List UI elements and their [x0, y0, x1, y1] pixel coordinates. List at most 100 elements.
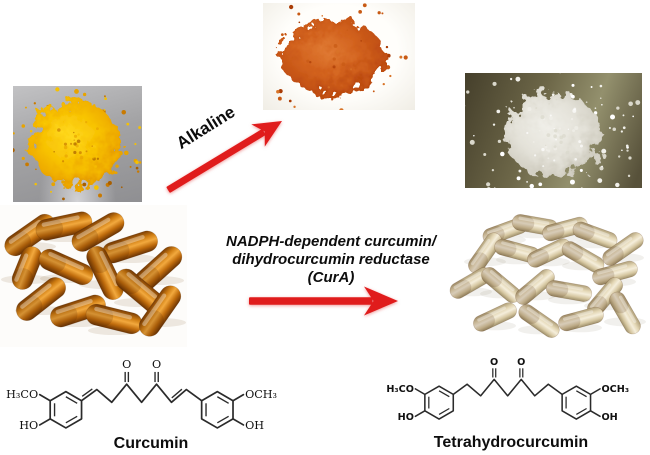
powder-speckle — [46, 104, 50, 109]
powder-speckle — [381, 12, 384, 15]
powder-speckle — [546, 133, 551, 138]
yellow-powder-blob — [13, 87, 142, 201]
methoxy-label: H₃CO — [386, 384, 414, 395]
powder-speckle — [626, 149, 629, 152]
powder-speckle — [553, 127, 555, 130]
ketone-oxygen-label: O — [152, 358, 161, 371]
powder-speckle — [382, 82, 385, 86]
powder-speckle — [104, 97, 107, 101]
tetrahydrocurcumin-structure: O O H₃CO HO OCH₃ OH — [386, 357, 629, 423]
capsule-shape — [515, 269, 555, 305]
powder-speckle — [538, 129, 541, 132]
powder-speckle — [473, 134, 475, 137]
powder-speckle — [126, 122, 130, 126]
powder-speckle — [339, 108, 344, 110]
powder-speckle — [73, 131, 75, 134]
powder-speckle — [21, 124, 26, 128]
powder-speckle — [297, 12, 301, 16]
powder-speckle — [33, 102, 36, 105]
powder-speckle — [515, 76, 521, 82]
powder-speckle — [73, 134, 78, 138]
powder-speckle — [628, 156, 632, 160]
powder-speckle — [599, 84, 603, 88]
powder-speckle — [121, 109, 127, 115]
powder-speckle — [362, 3, 367, 8]
tetrahydrocurcumin-powder-photo — [465, 73, 642, 188]
powder-speckle — [85, 120, 88, 124]
powder-speckle — [615, 182, 620, 188]
powder-speckle — [138, 126, 142, 129]
powder-speckle — [77, 133, 80, 136]
powder-speckle — [625, 144, 629, 148]
curcumin-powder-photo — [13, 86, 142, 202]
powder-speckle — [25, 162, 29, 167]
powder-speckle — [547, 157, 550, 160]
powder-speckle — [533, 154, 537, 157]
powder-speckle — [516, 176, 521, 181]
powder-speckle — [350, 68, 353, 71]
powder-speckle — [306, 59, 310, 63]
capsule-shape — [71, 212, 125, 252]
enzyme-label-line3: (CurA) — [307, 269, 355, 286]
powder-speckle — [82, 92, 87, 97]
powder-speckle — [135, 166, 139, 170]
powder-speckle — [55, 87, 60, 92]
capsule-shape — [86, 246, 124, 300]
powder-speckle — [602, 154, 607, 158]
capsule-shape — [561, 241, 605, 273]
powder-speckle — [372, 90, 375, 93]
powder-speckle — [581, 118, 585, 122]
powder-speckle — [555, 98, 558, 101]
powder-speckle — [327, 86, 330, 89]
powder-speckle — [34, 182, 37, 186]
powder-speckle — [53, 151, 55, 153]
powder-speckle — [553, 159, 556, 162]
hydroxyl-label: OH — [601, 412, 617, 423]
powder-speckle — [571, 83, 575, 87]
powder-speckle — [486, 187, 491, 188]
ketone-oxygen-label: O — [490, 357, 498, 368]
capsule-shape — [50, 294, 106, 328]
powder-speckle — [96, 127, 99, 131]
powder-speckle — [594, 107, 597, 109]
hydroxyl-label: OH — [245, 419, 264, 432]
powder-speckle — [333, 44, 338, 48]
capsule-shape — [542, 216, 588, 242]
powder-speckle — [403, 55, 408, 60]
powder-speckle — [549, 114, 552, 117]
capsule-shape — [558, 306, 604, 332]
powder-speckle — [107, 180, 112, 185]
powder-speckle — [616, 106, 620, 110]
alkaline-product-powder-photo — [263, 3, 415, 110]
powder-speckle — [94, 165, 97, 168]
powder-speckle — [135, 160, 139, 165]
powder-speckle — [13, 148, 15, 153]
tetrahydrocurcumin-name-label: Tetrahydrocurcumin — [433, 434, 589, 451]
powder-speckle — [559, 135, 564, 140]
powder-speckle — [548, 103, 550, 105]
powder-speckle — [96, 157, 100, 160]
powder-speckle — [608, 126, 611, 130]
capsule-shape — [38, 248, 94, 286]
powder-speckle — [134, 142, 137, 146]
powder-speckle — [399, 55, 403, 59]
powder-speckle — [601, 103, 603, 106]
white-powder-blob — [465, 73, 641, 188]
powder-speckle — [558, 127, 562, 130]
powder-speckle — [593, 111, 598, 115]
orange-capsules — [0, 211, 187, 337]
capsule-shape — [518, 304, 560, 338]
curcumin-structure: O O H₃CO HO OCH₃ OH — [6, 358, 277, 432]
powder-speckle — [612, 127, 617, 132]
powder-speckle — [553, 134, 557, 139]
powder-speckle — [103, 109, 106, 111]
curcumin-name-label: Curcumin — [113, 435, 189, 452]
methoxy-label: OCH₃ — [245, 388, 277, 401]
powder-speckle — [340, 86, 343, 89]
powder-speckle — [70, 142, 73, 145]
powder-speckle — [50, 190, 52, 193]
powder-speckle — [83, 156, 88, 161]
powder-speckle — [518, 169, 522, 173]
powder-speckle — [358, 10, 362, 14]
powder-speckle — [321, 15, 324, 17]
